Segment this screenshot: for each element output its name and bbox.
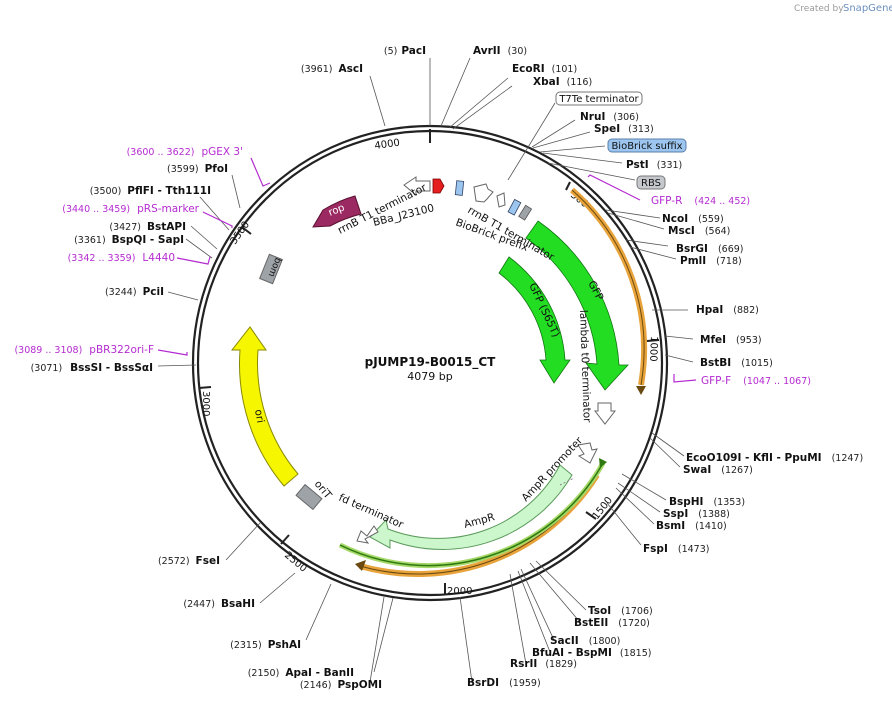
primer-gfpr: GFP-R(424 .. 452): [651, 195, 750, 207]
lambda-label: lambda t0 terminator: [577, 310, 593, 424]
site-bsphi: BspHI(1353): [669, 496, 745, 508]
lambda-terminator-arrow: [593, 402, 617, 425]
gfp-orf-line: [571, 189, 645, 386]
site-bsmi: BsmI(1410): [656, 520, 727, 532]
fd-terminator-label: fd terminator: [337, 492, 406, 532]
ampr-feature: [369, 464, 573, 550]
plasmid-length: 4079 bp: [407, 370, 452, 383]
primer-prs: (3440 .. 3459)pRS-marker: [62, 203, 199, 215]
bom-feature: [258, 253, 284, 285]
site-pfoi: (3599)PfoI: [167, 163, 228, 175]
site-sspi: SspI(1388): [663, 508, 730, 520]
plasmid-name: pJUMP19-B0015_CT: [365, 355, 497, 370]
orit-feature: [295, 483, 323, 511]
biobrick-suffix-label: BioBrick suffix: [611, 141, 682, 152]
rbs-box: [636, 175, 666, 190]
credit-brand: SnapGene: [843, 3, 892, 14]
site-bfuai: BfuAI - BspMI(1815): [532, 647, 651, 659]
site-spei: SpeI(313): [594, 123, 654, 135]
site-swai: SwaI(1267): [683, 464, 753, 476]
primer-pbr322: (3089 .. 3108)pBR322ori-F: [14, 344, 154, 356]
primer-l4440: (3342 .. 3359)L4440: [68, 252, 175, 264]
site-pcii: (3244)PciI: [105, 286, 164, 298]
rrnb-terminator-outer-arrow: [403, 176, 431, 197]
rop-feature: [312, 195, 362, 228]
ampr-dots: [559, 477, 575, 486]
gfp-feature: [525, 220, 629, 391]
site-sacii: SacII(1800): [550, 635, 620, 647]
blue-box-2: [507, 198, 522, 216]
t7te-label: T7Te terminator: [558, 94, 639, 105]
site-paci: (5)PacI: [384, 45, 426, 57]
site-ecori: EcoRI(101): [512, 63, 577, 75]
tick-1000: 1000: [647, 336, 659, 362]
tick-4000: 4000: [374, 138, 401, 152]
site-bstbi: BstBI(1015): [700, 357, 773, 369]
site-bsrdi: BsrDI(1959): [467, 677, 541, 689]
site-pspomi: (2146)PspOMI: [300, 679, 382, 691]
site-hpai: HpaI(882): [696, 304, 759, 316]
site-bsrgi: BsrGI(669): [676, 243, 744, 255]
site-fsei: (2572)FseI: [158, 555, 220, 567]
site-tsoi: TsoI(1706): [588, 605, 653, 617]
site-pflfi: (3500)PflFI - Tth111I: [90, 185, 211, 197]
rbs-label: RBS: [641, 178, 661, 189]
site-apai: (2150)ApaI - BanII: [248, 667, 354, 679]
gfp-s65t-feature: [498, 256, 571, 384]
site-bsssi: (3071)BssSI - BssSαI: [31, 362, 153, 374]
biobrick-suffix-box: [607, 138, 687, 153]
ampr-green-arc: [339, 462, 604, 567]
site-bsteii: BstEII(1720): [574, 617, 650, 629]
primer-labels: (3600 .. 3622)pGEX 3' (3440 .. 3459)pRS-…: [14, 146, 811, 387]
site-asci: (3961)AscI: [301, 63, 363, 75]
leader-lines: [157, 57, 694, 683]
ampr-orf-arrowhead: [355, 560, 366, 571]
site-psti: PstI(331): [626, 159, 682, 171]
site-ecoo109i: EcoO109I - KflI - PpuMI(1247): [686, 452, 863, 464]
fd-terminator-arrow: [356, 525, 379, 544]
site-bstapi: (3427)BstAPI: [109, 221, 186, 233]
site-xbai: XbaI(116): [533, 76, 592, 88]
tick-2500: 2500: [282, 550, 309, 575]
primer-gfpf: GFP-F(1047 .. 1067): [701, 375, 811, 387]
grey-box-1: [518, 204, 533, 221]
blue-box-1: [454, 180, 465, 196]
ampr-green-arrowhead: [599, 458, 607, 468]
tick-2000: 2000: [447, 586, 472, 597]
site-ncoi: NcoI(559): [662, 213, 724, 225]
ori-feature: [230, 326, 299, 487]
site-avrii: AvrII(30): [473, 45, 527, 57]
tick-marks: [198, 129, 660, 595]
primer-pgex3: (3600 .. 3622)pGEX 3': [127, 146, 243, 158]
site-fspi: FspI(1473): [643, 543, 709, 555]
ampr-promoter-arrow: [577, 442, 598, 464]
bba-promoter: [432, 178, 445, 194]
site-bspqi: (3361)BspQI - SapI: [74, 234, 184, 246]
site-nrui: NruI(306): [580, 111, 639, 123]
tick-3000: 3000: [200, 391, 211, 416]
site-rsrii: RsrII(1829): [510, 658, 577, 670]
small-terminator: [496, 192, 506, 208]
site-labels: (5)PacI AvrII(30) EcoRI(101) XbaI(116) N…: [31, 45, 864, 691]
ori-label: ori: [252, 408, 266, 424]
site-pshai: (2315)PshAI: [230, 639, 301, 651]
site-mfei: MfeI(953): [700, 334, 762, 346]
rrnb-terminator-inner-arrow: [473, 183, 494, 203]
site-bsahi: (2447)BsaHI: [183, 598, 255, 610]
credit-created-by: Created by: [794, 4, 844, 14]
primer-leaders: [157, 157, 697, 383]
gfp-orf-arrowhead: [636, 386, 646, 395]
site-msci: MscI(564): [668, 225, 730, 237]
t7te-box: [555, 91, 643, 106]
site-pmli: PmlI(718): [680, 255, 742, 267]
